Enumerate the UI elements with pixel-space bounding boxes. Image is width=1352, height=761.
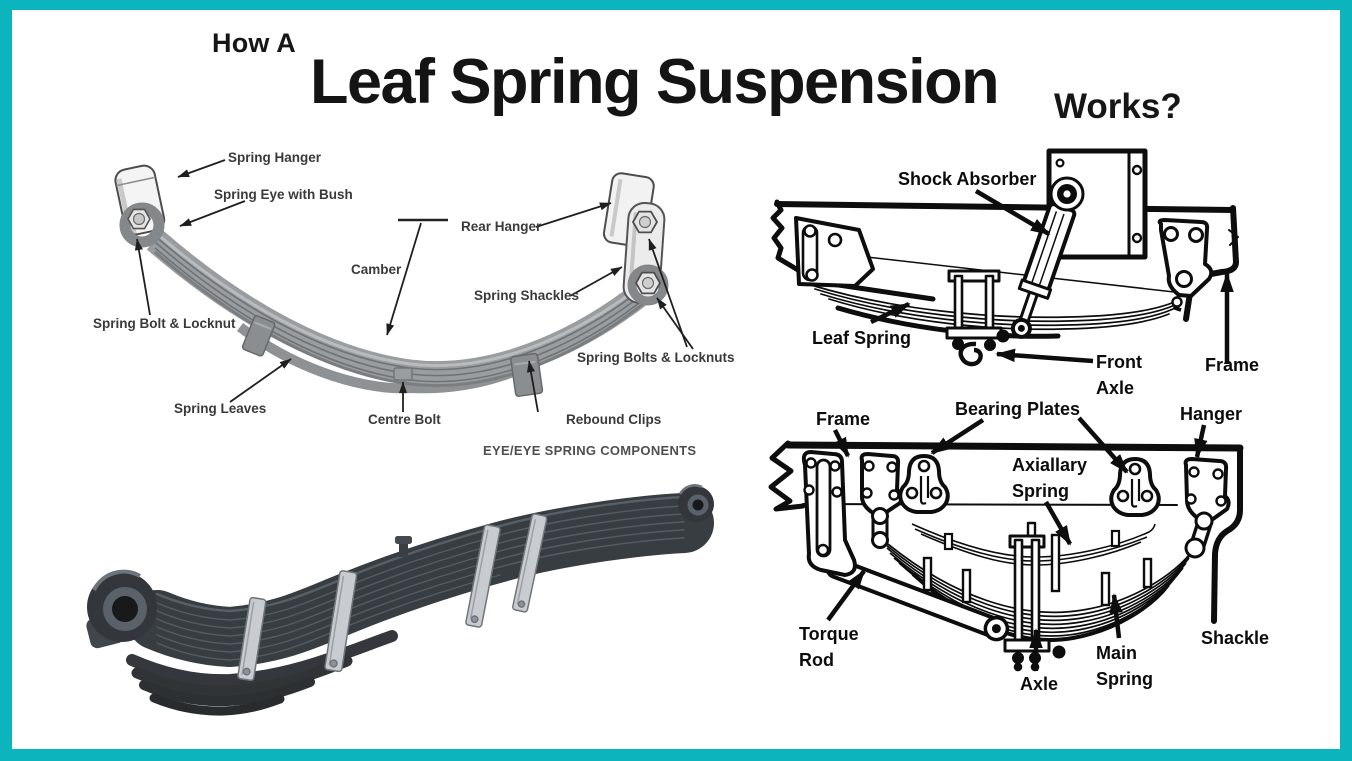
- label-axle: Axle: [1020, 674, 1059, 694]
- photo-right-eye: [678, 484, 714, 522]
- label-front-axle: Front Axle: [1096, 352, 1142, 398]
- label-spring-bolts-locknuts: Spring Bolts & Locknuts: [577, 350, 735, 365]
- right-hanger-bracket: [1183, 457, 1231, 559]
- camber-mark: [386, 218, 448, 336]
- label-spring-eye-with-bush: Spring Eye with Bush: [214, 187, 353, 202]
- leaf-stack: [126, 493, 714, 716]
- spring-leaves-band: [146, 230, 656, 388]
- label-leaf-spring: Leaf Spring: [812, 328, 912, 348]
- title-prefix: How A: [212, 28, 296, 58]
- title-suffix: Works?: [1054, 87, 1182, 126]
- frame-left-zigzag: [768, 440, 806, 512]
- pointer-arrows: [134, 159, 694, 413]
- photo-clamps: [237, 513, 548, 682]
- label-hanger: Hanger: [1180, 404, 1243, 424]
- front-axle-part: [945, 269, 1010, 367]
- label-rebound-clips: Rebound Clips: [566, 412, 662, 427]
- frame-inner-line: [857, 255, 1184, 294]
- photo-centre-bolt: [395, 536, 412, 557]
- label-spring-hanger: Spring Hanger: [228, 150, 322, 165]
- frame-right-edge-shackle-leader: [1211, 445, 1243, 624]
- label-axiallary-spring: Axiallary Spring: [1012, 455, 1088, 501]
- bearing-plate-right: [1109, 457, 1161, 517]
- rebound-clip: [241, 315, 276, 357]
- shock-absorber-part: [1010, 202, 1077, 339]
- shock-top-pivot: [1049, 176, 1085, 212]
- front-hex-bolt: [127, 208, 151, 230]
- label-frame-front: Frame: [1205, 355, 1260, 375]
- left-hanger-bracket: [859, 452, 904, 549]
- label-frame-rear: Frame: [816, 409, 871, 429]
- pointer-arrows: [826, 416, 1208, 671]
- frame-break-mark: [1228, 229, 1239, 246]
- label-spring-bolt-locknut: Spring Bolt & Locknut: [93, 316, 236, 331]
- rebound-clip: [510, 352, 544, 397]
- diagram-caption: EYE/EYE SPRING COMPONENTS: [483, 443, 697, 458]
- label-shock-absorber: Shock Absorber: [898, 169, 1037, 189]
- label-centre-bolt: Centre Bolt: [368, 412, 441, 427]
- upper-hex-bolt: [631, 210, 659, 234]
- label-camber: Camber: [351, 262, 402, 277]
- label-torque-rod: Torque Rod: [799, 624, 859, 670]
- bearing-plate-left: [898, 454, 950, 514]
- frame-rail: [784, 441, 1244, 452]
- photo-left-eye: [86, 569, 157, 649]
- label-spring-leaves: Spring Leaves: [174, 401, 267, 416]
- pointer-arrows: [870, 189, 1234, 364]
- spring-clips: [922, 533, 1153, 607]
- label-bearing-plates: Bearing Plates: [955, 399, 1081, 419]
- rear-shackle-bracket: [1157, 218, 1214, 312]
- front-axle-diagram: [770, 148, 1239, 367]
- frame-anchor-plate: [801, 450, 857, 577]
- eye-eye-spring-diagram: [114, 159, 694, 413]
- label-main-spring: Main Spring: [1096, 643, 1153, 689]
- page-title: Leaf Spring Suspension: [310, 47, 1000, 117]
- front-hanger-bracket: [794, 216, 875, 288]
- label-rear-hanger: Rear Hanger: [461, 219, 542, 234]
- label-spring-shackles: Spring Shackles: [474, 288, 580, 303]
- label-shackle: Shackle: [1201, 628, 1270, 648]
- lower-hex-bolt: [634, 271, 662, 295]
- spring-eye-part: [627, 264, 669, 306]
- rear-suspension-diagram: [768, 416, 1244, 672]
- leaf-spring-photo: [86, 484, 714, 716]
